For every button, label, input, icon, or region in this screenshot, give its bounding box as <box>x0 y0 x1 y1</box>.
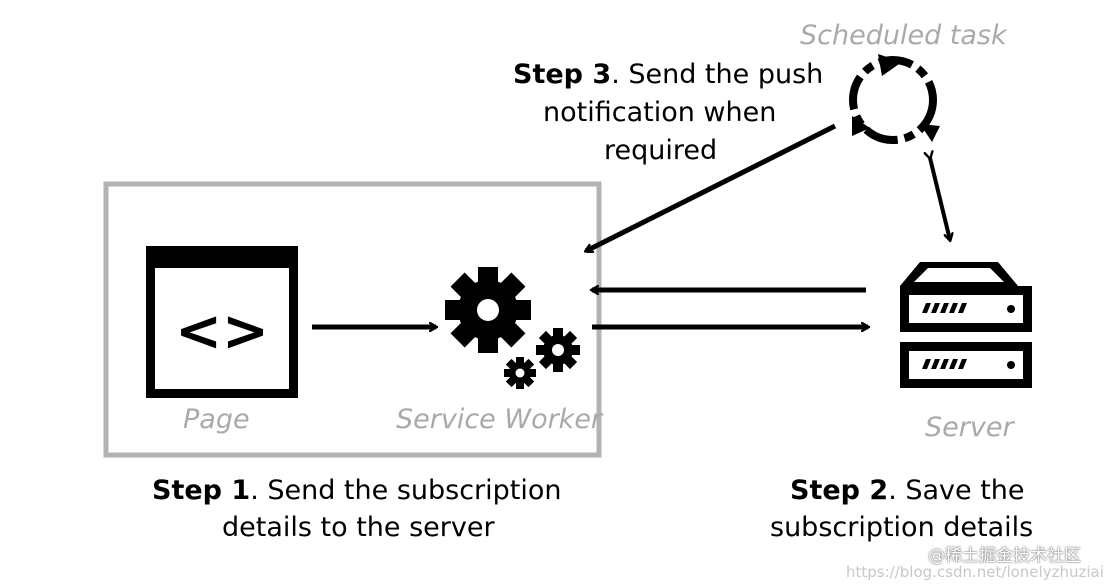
step2-line1-rest: . Save the <box>888 475 1025 506</box>
step1-line1-rest: . Send the subscription <box>250 475 562 506</box>
watermark-brand: @稀土掘金技术社区 <box>928 546 1081 566</box>
scheduled-task-label: Scheduled task <box>800 20 1007 51</box>
step2-bold: Step 2 <box>790 475 889 506</box>
step3-line1-rest: . Send the push <box>611 59 824 90</box>
step2-line1: Step 2. Save the <box>790 473 1025 509</box>
server-label: Server <box>925 412 1014 443</box>
arrow-task-server <box>930 158 950 240</box>
step1-line1: Step 1. Send the subscription <box>152 473 562 509</box>
arrow-task-to-worker <box>586 123 837 254</box>
step1-line2: details to the server <box>222 512 495 543</box>
server-icon <box>900 262 1032 388</box>
gears-icon <box>445 267 580 389</box>
client-frame <box>103 181 602 458</box>
step3-line3: required <box>604 135 718 166</box>
step2-line2: subscription details <box>770 512 1034 543</box>
watermark-url: https://blog.csdn.net/lonelyzhuziai <box>846 563 1104 581</box>
page-label: Page <box>183 404 250 435</box>
step3-line1: Step 3. Send the push <box>513 57 823 93</box>
step3-line2: notification when <box>543 97 777 128</box>
page-code-glyph: <> <box>175 299 269 364</box>
page-window-icon <box>146 246 298 398</box>
service-worker-label: Service Worker <box>396 404 603 435</box>
step3-bold: Step 3 <box>513 59 612 90</box>
cycle-arrowheads <box>852 54 940 142</box>
step1-bold: Step 1 <box>152 475 251 506</box>
